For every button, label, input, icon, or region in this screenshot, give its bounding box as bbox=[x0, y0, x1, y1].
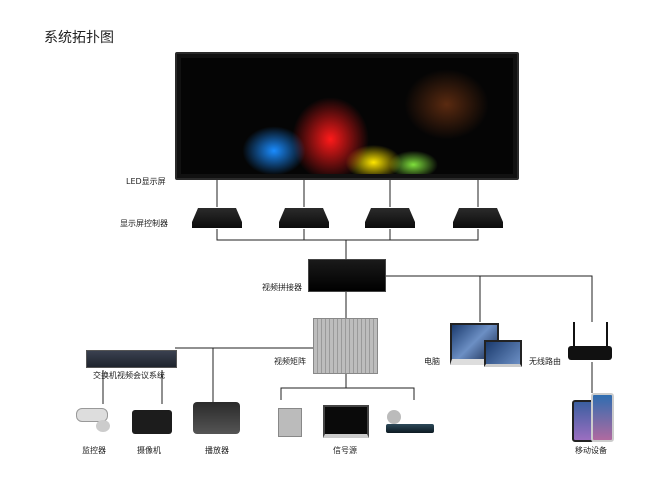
matrix-label: 视频矩阵 bbox=[274, 357, 306, 366]
player-label: 播放器 bbox=[205, 446, 229, 455]
laptop-computer-image bbox=[484, 340, 522, 367]
camera-label: 摄像机 bbox=[137, 446, 161, 455]
router-image bbox=[568, 346, 612, 360]
dvd-player-image bbox=[386, 424, 434, 433]
signal-source-label: 信号源 bbox=[333, 446, 357, 455]
surveillance-camera-image bbox=[76, 408, 108, 422]
media-player-image bbox=[193, 402, 240, 434]
splicer-label: 视频拼接器 bbox=[262, 283, 302, 292]
laptop-image bbox=[323, 405, 369, 438]
controller-1 bbox=[192, 208, 242, 228]
switch-label: 交换机视频会议系统 bbox=[93, 371, 165, 380]
mobile-device-label: 移动设备 bbox=[575, 446, 607, 455]
controller-2 bbox=[279, 208, 329, 228]
controller-label: 显示屏控制器 bbox=[120, 219, 168, 228]
video-matrix-image bbox=[313, 318, 378, 374]
router-antenna bbox=[606, 322, 608, 348]
router-label: 无线路由 bbox=[529, 357, 561, 366]
controller-4 bbox=[453, 208, 503, 228]
disc-image bbox=[387, 410, 401, 424]
router-antenna bbox=[573, 322, 575, 348]
controller-3 bbox=[365, 208, 415, 228]
video-camera-image bbox=[132, 410, 172, 434]
led-screen-label: LED显示屏 bbox=[126, 177, 166, 186]
video-splicer-image bbox=[308, 259, 386, 292]
computer-label: 电脑 bbox=[424, 357, 440, 366]
monitor-label: 监控器 bbox=[82, 446, 106, 455]
hard-drive-image bbox=[278, 408, 302, 437]
camera-mount bbox=[96, 420, 110, 432]
led-screen-image bbox=[175, 52, 519, 180]
page-title: 系统拓扑图 bbox=[44, 30, 114, 46]
switch-image bbox=[86, 350, 177, 368]
phone-image bbox=[591, 393, 614, 442]
